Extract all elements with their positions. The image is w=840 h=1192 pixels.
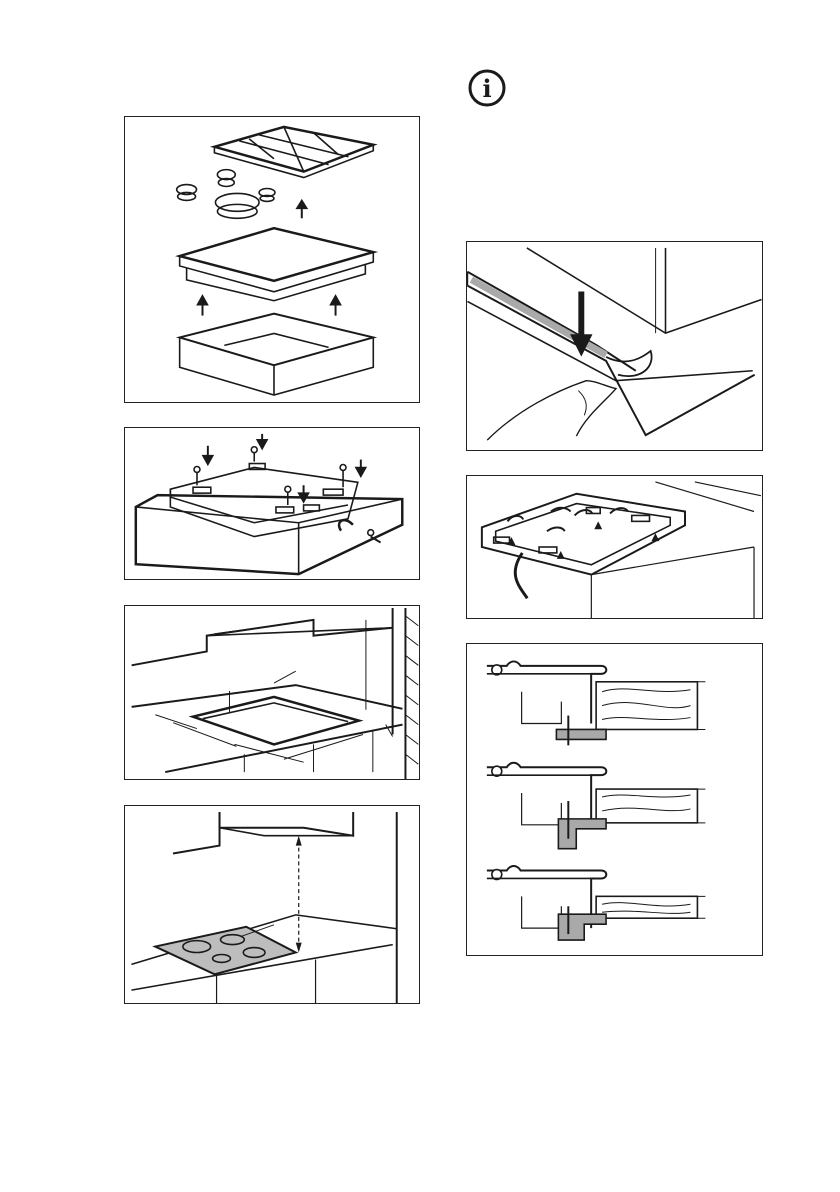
figure-worktop-thickness xyxy=(466,643,763,956)
figure-hob-disassembly xyxy=(124,116,420,403)
figure-cutout-dimensions xyxy=(124,605,420,780)
seal-strip-icon xyxy=(467,242,762,450)
hob-parts-exploded-icon xyxy=(125,117,419,402)
hood-distance-icon xyxy=(125,806,419,1003)
info-icon: i xyxy=(467,68,507,108)
cutout-dimensions-icon xyxy=(125,606,419,779)
figure-underside-clips xyxy=(466,475,763,619)
figure-seal-strip xyxy=(466,241,763,451)
hob-brackets-icon xyxy=(125,428,419,579)
figure-hood-distance xyxy=(124,805,420,1004)
figure-brackets-screws xyxy=(124,427,420,580)
underside-clips-icon xyxy=(467,476,762,618)
worktop-thickness-icon xyxy=(467,644,762,955)
info-glyph: i xyxy=(482,74,491,103)
